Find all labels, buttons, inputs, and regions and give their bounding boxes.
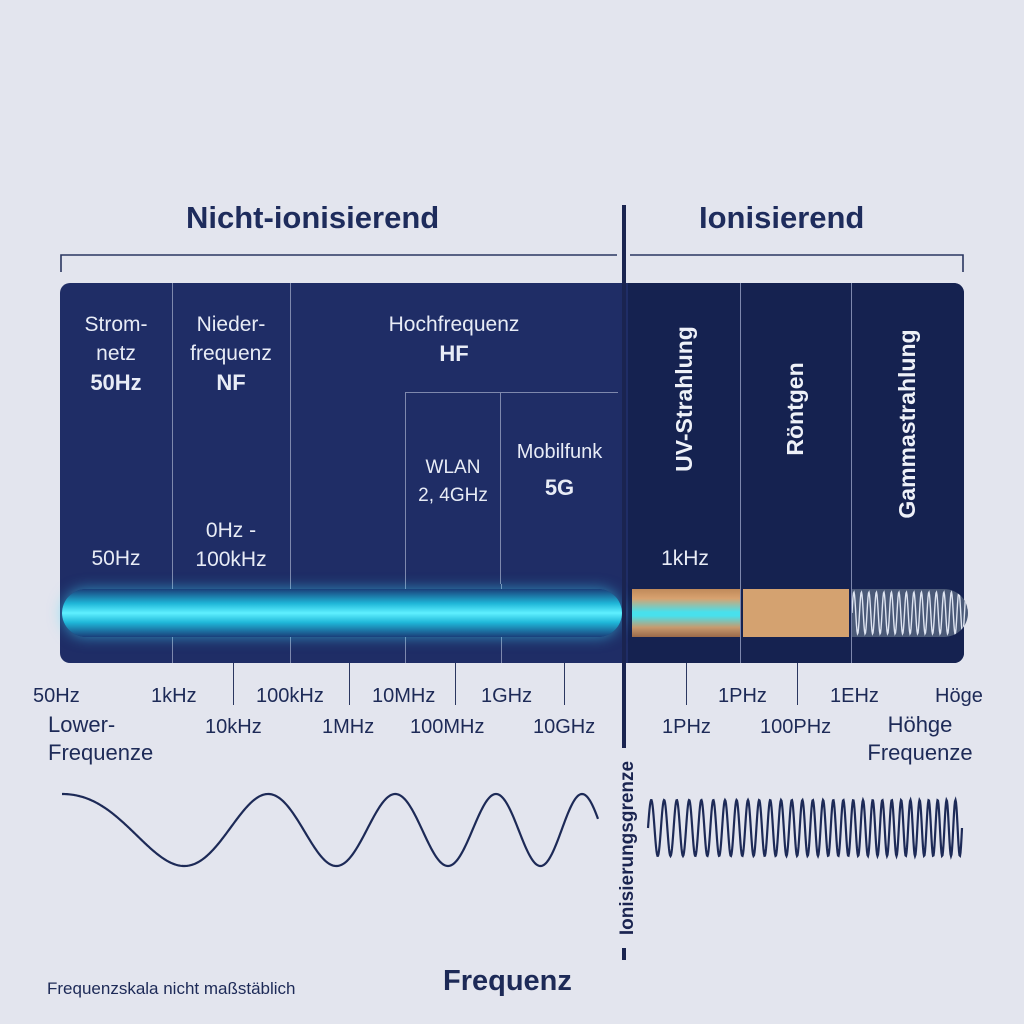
spectrum-bar-gamma (852, 589, 968, 637)
stromnetz-bold: 50Hz (90, 370, 142, 395)
low-frequency-wave (61, 792, 600, 868)
scale-label: 1kHz (151, 685, 197, 707)
nf-bold: NF (216, 370, 246, 395)
ionization-boundary-label-wrap: Ionisierungsgrenze (528, 748, 728, 948)
scale-label: 1MHz (322, 716, 375, 738)
scale-label: 1GHz (481, 685, 533, 707)
nf-bottom-line2: 100kHz (195, 548, 267, 571)
wlan-line1: WLAN (425, 457, 481, 478)
divider-6 (851, 283, 852, 663)
scale-label: 1PHz (662, 716, 711, 738)
low-frequency-line1: Lower- (48, 712, 116, 737)
scale-tick (349, 663, 350, 705)
non-ionizing-heading: Nicht-ionisierend (186, 200, 440, 235)
scale-label: 100MHz (410, 716, 485, 738)
hf-cell: Hochfrequenz HF (290, 310, 618, 368)
scale-tick (797, 663, 798, 705)
divider-1 (172, 283, 173, 663)
scale-label: 1PHz (718, 685, 767, 707)
low-frequency-line2: Frequenze (48, 740, 154, 765)
stromnetz-cell: Strom- netz 50Hz (60, 310, 172, 397)
scale-label: Höge (935, 685, 983, 707)
stromnetz-line2: netz (96, 342, 136, 365)
mobilfunk-box (501, 392, 618, 584)
scale-label: 10kHz (205, 716, 262, 738)
nf-bottom: 0Hz - 100kHz (172, 516, 290, 574)
wave-illustration (61, 792, 964, 868)
scale-tick (686, 663, 687, 705)
scale-tick (233, 663, 234, 705)
mobilfunk-bold: 5G (544, 475, 575, 500)
high-frequency-label: Höhge Frequenze (860, 711, 980, 767)
divider-2 (290, 283, 291, 663)
footnote: Frequenzskala nicht maßstäblich (47, 979, 296, 998)
range-brackets (60, 254, 964, 272)
scale-label: 100PHz (760, 716, 832, 738)
mobilfunk-cell: Mobilfunk 5G (501, 434, 618, 506)
low-frequency-label: Lower- Frequenze (48, 711, 153, 767)
wlan-line2: 2, 4GHz (418, 485, 488, 506)
high-frequency-wave (646, 796, 964, 860)
nf-cell: Nieder- frequenz NF (172, 310, 290, 397)
scale-label: 1EHz (830, 685, 879, 707)
xray-label: Röntgen (782, 362, 808, 456)
scale-label: 100kHz (256, 685, 324, 707)
stromnetz-line1: Strom- (84, 313, 148, 336)
nf-line1: Nieder- (196, 313, 266, 336)
scale-tick (455, 663, 456, 705)
nf-bottom-line1: 0Hz - (205, 519, 257, 542)
axis-title: Frequenz (443, 965, 572, 997)
mobilfunk-line1: Mobilfunk (516, 441, 603, 463)
wlan-box (405, 392, 501, 584)
hf-bold: HF (439, 341, 469, 366)
ionizing-bracket (630, 254, 964, 272)
high-frequency-line1: Höhge (887, 712, 953, 737)
gamma-wave-icon (852, 590, 968, 636)
scale-label: 10MHz (372, 685, 436, 707)
hf-line1: Hochfrequenz (388, 313, 520, 336)
wlan-cell: WLAN 2, 4GHz (405, 454, 501, 510)
spectrum-bar-xray (743, 589, 849, 637)
ionizing-heading: Ionisierend (699, 200, 865, 235)
scale-label: 10GHz (533, 716, 596, 738)
spectrum-bar-glow (62, 589, 622, 637)
nf-line2: frequenz (190, 342, 272, 365)
spectrum-bar-uv (632, 589, 740, 637)
ionization-boundary-line (622, 205, 626, 960)
scale-tick (564, 663, 565, 705)
gamma-label: Gammastrahlung (894, 329, 920, 519)
uv-label: UV-Strahlung (671, 326, 697, 472)
ionization-boundary-label: Ionisierungsgrenze (615, 748, 641, 948)
scale-label: 50Hz (33, 685, 80, 707)
non-ionizing-bracket (60, 254, 617, 272)
high-frequency-line2: Frequenze (867, 740, 973, 765)
uv-bottom: 1kHz (661, 547, 709, 570)
stromnetz-bottom: 50Hz (91, 547, 141, 570)
divider-5 (740, 283, 741, 663)
